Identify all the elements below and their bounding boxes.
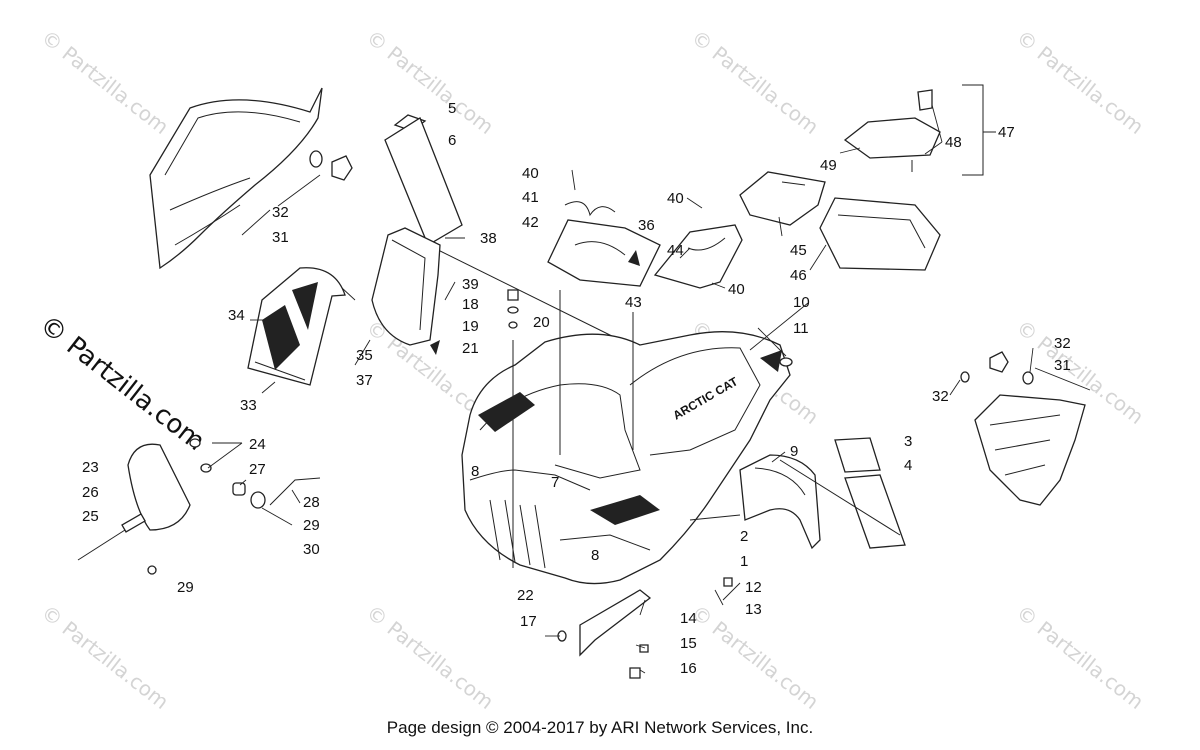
- storage-lid-49-illustration: [843, 89, 941, 172]
- decal-5-6-illustration: [384, 114, 621, 341]
- callout-label: 32: [272, 204, 289, 221]
- front-body-illustration: ARCTIC CAT: [461, 331, 791, 585]
- callout-label: 6: [448, 132, 456, 149]
- callout-label: 17: [520, 613, 537, 630]
- leader-lines: [207, 104, 1091, 674]
- watermark: © Partzilla.com: [37, 25, 173, 139]
- side-panel-right-illustration: [960, 351, 1086, 506]
- callout-label: 23: [82, 459, 99, 476]
- callout-labels: 5 6 40 41 42 36 40 44 43 40 38 39 18 19 …: [82, 100, 1071, 677]
- callout-label: 32: [932, 388, 949, 405]
- callout-label: 46: [790, 267, 807, 284]
- group-bracket-47: [962, 84, 996, 176]
- callout-label: 44: [667, 242, 684, 259]
- bracket-36-43-illustration: [547, 201, 661, 287]
- fender-illustration: [739, 454, 821, 550]
- callout-label: 49: [820, 157, 837, 174]
- callout-label: 33: [240, 397, 257, 414]
- storage-lid-45-illustration: [739, 171, 826, 226]
- callout-label: 40: [728, 281, 745, 298]
- side-panel-left-illustration: [149, 87, 353, 270]
- callout-label: 22: [517, 587, 534, 604]
- callout-label: 18: [462, 296, 479, 313]
- watermark: © Partzilla.com: [687, 25, 823, 139]
- callout-label: 8: [471, 463, 479, 480]
- bracket-14-illustration: [557, 589, 652, 679]
- callout-label: 16: [680, 660, 697, 677]
- callout-label: 14: [680, 610, 697, 627]
- callout-label: 32: [1054, 335, 1071, 352]
- callout-label: 28: [303, 494, 320, 511]
- watermark: © Partzilla.com: [1012, 25, 1148, 139]
- callout-label: 27: [249, 461, 266, 478]
- inner-panel-37-illustration: [371, 227, 441, 355]
- callout-label: 20: [533, 314, 550, 331]
- callout-label: 19: [462, 318, 479, 335]
- callout-label: 40: [667, 190, 684, 207]
- callout-label: 5: [448, 100, 456, 117]
- callout-label: 4: [904, 457, 912, 474]
- callout-label: 45: [790, 242, 807, 259]
- callout-label: 1: [740, 553, 748, 570]
- callout-label: 12: [745, 579, 762, 596]
- footer-credit: Page design © 2004-2017 by ARI Network S…: [386, 718, 814, 737]
- callout-label: 36: [638, 217, 655, 234]
- callout-label: 48: [945, 134, 962, 151]
- callout-label: 10: [793, 294, 810, 311]
- callout-label: 31: [272, 229, 289, 246]
- callout-label: 3: [904, 433, 912, 450]
- decal-3-4-illustration: [779, 437, 906, 549]
- callout-label: 2: [740, 528, 748, 545]
- callout-label: 43: [625, 294, 642, 311]
- callout-label: 8: [591, 547, 599, 564]
- callout-label: 37: [356, 372, 373, 389]
- callout-label: 24: [249, 436, 266, 453]
- callout-label: 42: [522, 214, 539, 231]
- callout-label: 41: [522, 189, 539, 206]
- headlight-assembly-illustration: [77, 438, 321, 575]
- callout-label: 29: [177, 579, 194, 596]
- callout-label: 38: [480, 230, 497, 247]
- callout-label: 9: [790, 443, 798, 460]
- callout-label: 34: [228, 307, 245, 324]
- callout-label: 21: [462, 340, 479, 357]
- callout-label: 11: [793, 320, 809, 337]
- watermark: © Partzilla.com: [362, 600, 498, 714]
- callout-label: 26: [82, 484, 99, 501]
- callout-label: 47: [998, 124, 1015, 141]
- watermark-main: © Partzilla.com: [34, 310, 211, 457]
- bracket-44-illustration: [653, 224, 743, 289]
- callout-label: 30: [303, 541, 320, 558]
- fasteners-illustration: [507, 289, 793, 587]
- callout-label: 31: [1054, 357, 1071, 374]
- front-panel-34-illustration: [247, 267, 346, 386]
- watermark: © Partzilla.com: [1012, 600, 1148, 714]
- watermark: © Partzilla.com: [362, 25, 498, 139]
- watermark: © Partzilla.com: [37, 600, 173, 714]
- callout-label: 40: [522, 165, 539, 182]
- callout-label: 39: [462, 276, 479, 293]
- callout-label: 29: [303, 517, 320, 534]
- callout-label: 13: [745, 601, 762, 618]
- callout-label: 25: [82, 508, 99, 525]
- callout-label: 7: [551, 474, 559, 491]
- callout-label: 35: [356, 347, 373, 364]
- callout-label: 15: [680, 635, 697, 652]
- storage-box-46-illustration: [819, 197, 941, 271]
